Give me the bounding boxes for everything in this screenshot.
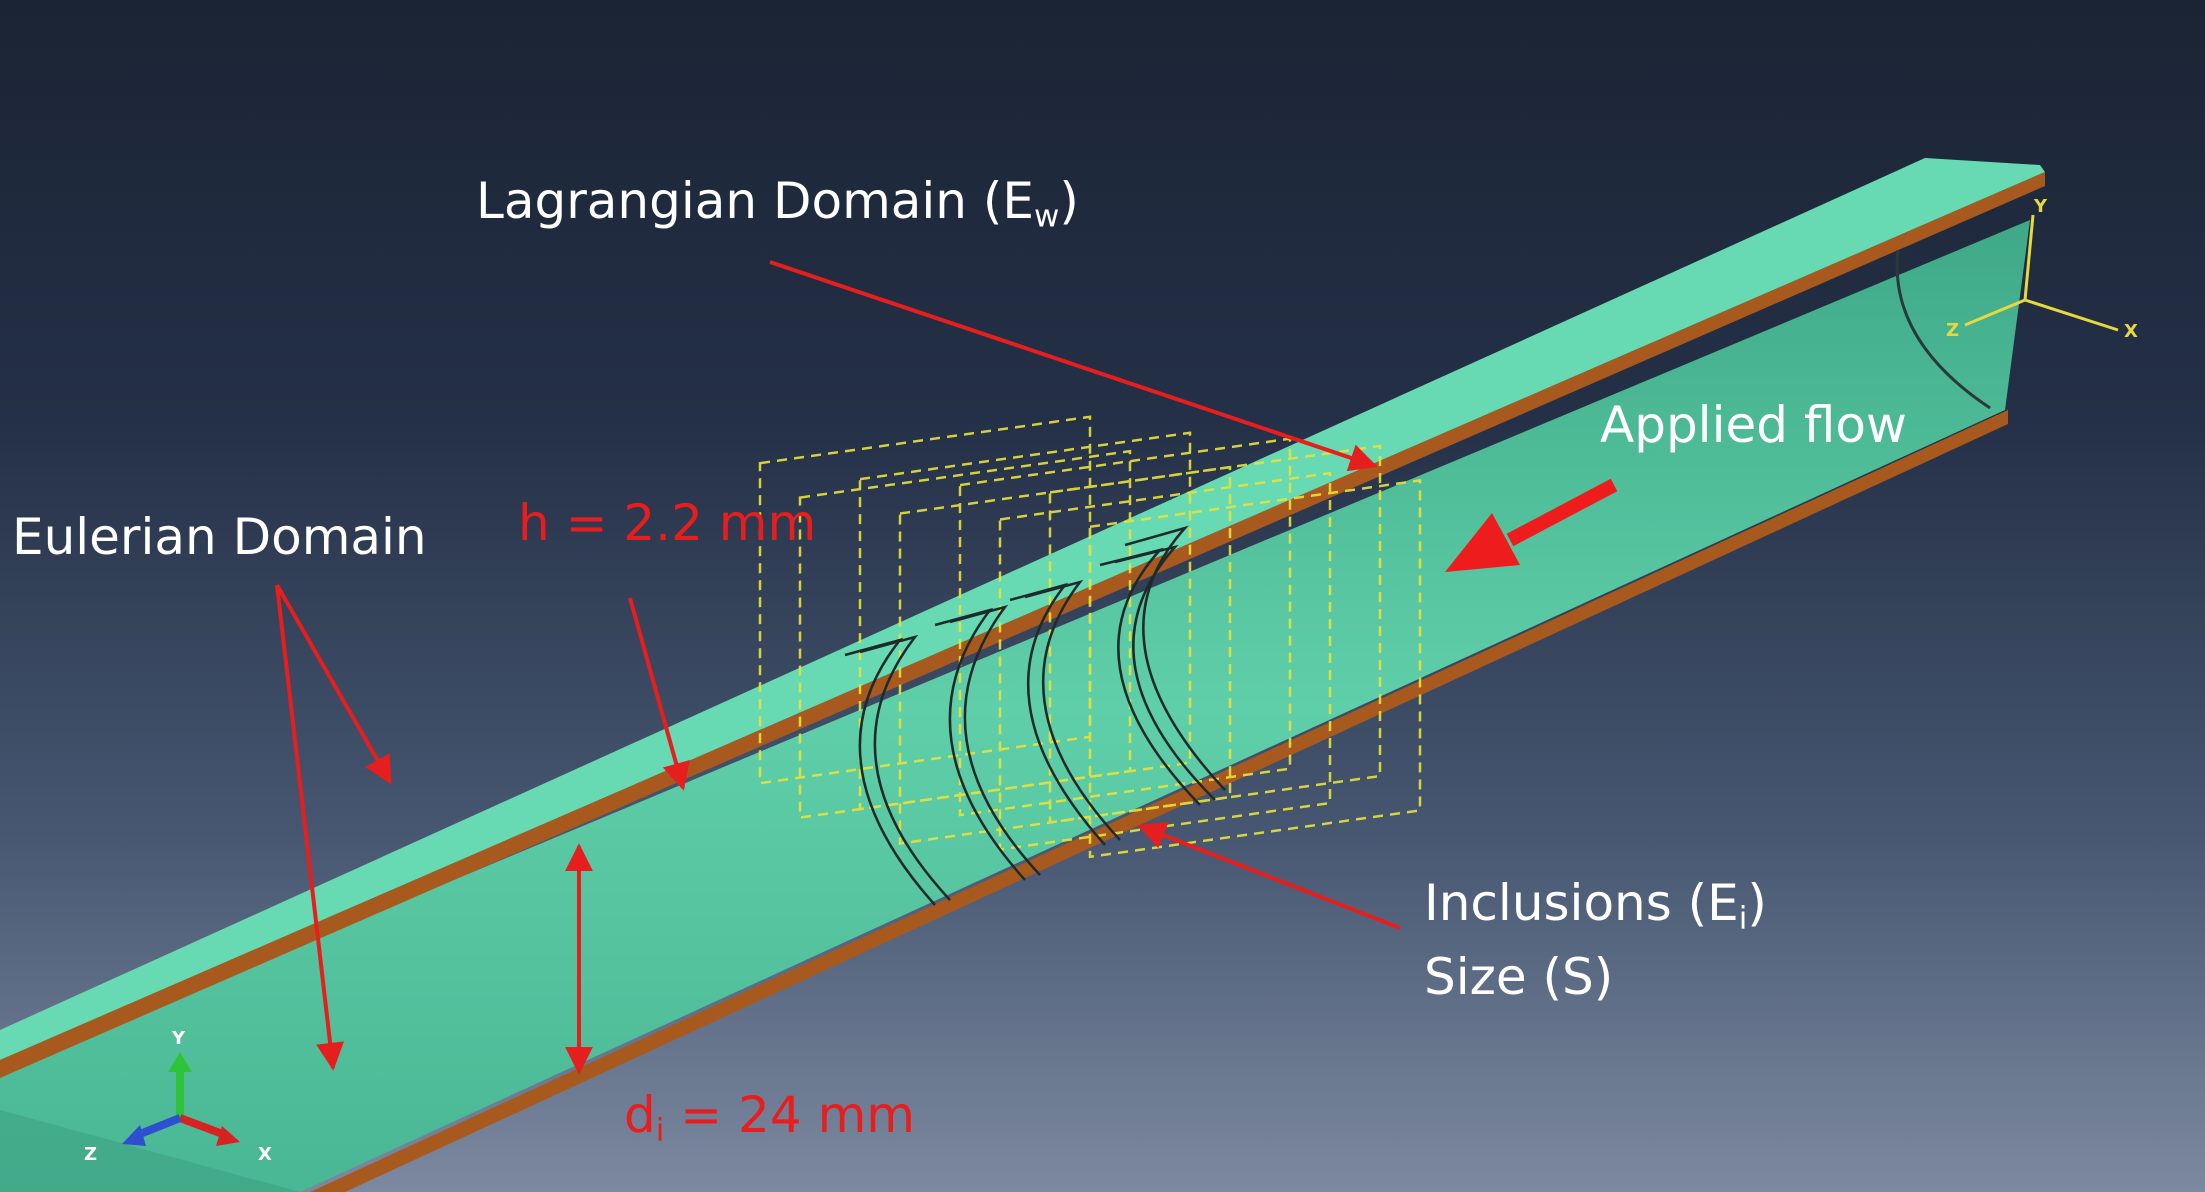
triad-bottom-x-label: X <box>258 1144 272 1165</box>
eulerian-leader-2 <box>275 584 345 1071</box>
triad-bottom-z-label: Z <box>84 1144 97 1165</box>
pipe-inner-surface <box>0 220 2030 1192</box>
h-dimension-leader <box>628 597 690 791</box>
inner-diameter-label: di = 24 mm <box>624 1086 915 1149</box>
lagrangian-domain-label: Lagrangian Domain (Ew) <box>476 172 1079 235</box>
triad-top-x-label: X <box>2124 321 2138 342</box>
lagrangian-leader <box>769 260 1378 472</box>
triad-top-y-label: Y <box>2033 196 2048 217</box>
pipe-lower-wall <box>310 410 2008 1192</box>
inclusion-boxes <box>758 415 1422 859</box>
size-label: Size (S) <box>1424 948 1614 1006</box>
inclusions-leader <box>1137 822 1401 930</box>
inclusion-contours <box>844 525 1226 906</box>
triad-top-z-label: Z <box>1946 320 1959 341</box>
pipe-upper-flange <box>0 158 2045 1060</box>
eulerian-leader-1 <box>275 584 392 785</box>
annotation-leaders <box>275 260 1401 1075</box>
pipe-end-section <box>1895 249 1991 410</box>
pipe-inner-shadow <box>0 1110 300 1192</box>
triad-bottom <box>122 1052 240 1146</box>
triad-top <box>1964 214 2119 332</box>
triad-bottom-y-label: Y <box>171 1028 186 1049</box>
wall-thickness-label: h = 2.2 mm <box>518 494 817 552</box>
applied-flow-label: Applied flow <box>1600 396 1907 454</box>
inclusions-label: Inclusions (Ei) <box>1424 874 1767 937</box>
eulerian-domain-label: Eulerian Domain <box>12 508 427 566</box>
applied-flow-arrow <box>1445 478 1618 572</box>
pipe-upper-wall <box>0 172 2045 1078</box>
